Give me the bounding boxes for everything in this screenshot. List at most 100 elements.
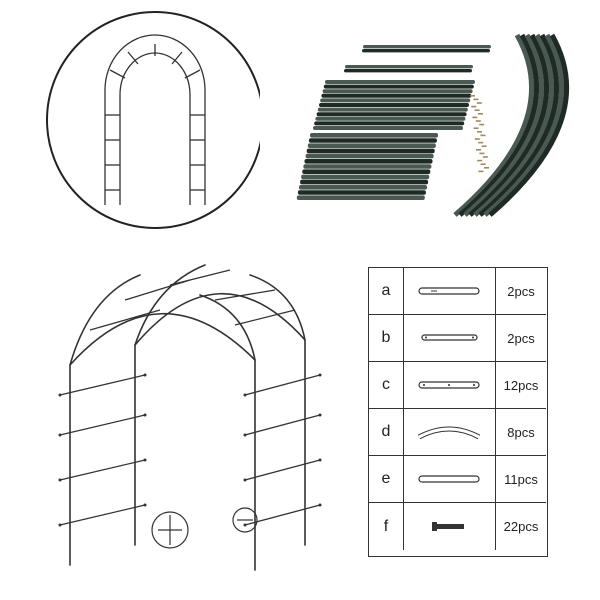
curved-tube-icon — [404, 409, 496, 455]
curved-tube-piece — [488, 33, 570, 217]
tube-piece — [363, 45, 491, 49]
parts-row-d: d 8pcs — [369, 409, 546, 456]
straight-tube-short-icon — [404, 315, 496, 361]
parts-bundle-photo — [285, 25, 585, 235]
parts-row-b: b 2pcs — [369, 315, 546, 362]
part-quantity: 12pcs — [503, 377, 539, 393]
tube-piece — [316, 112, 467, 117]
screw-piece — [478, 113, 483, 115]
straight-tube-bundles — [296, 45, 491, 200]
tube-piece — [321, 93, 472, 98]
tube-piece — [300, 179, 429, 185]
parts-row-a: a 2pcs — [369, 268, 546, 315]
tube-piece — [344, 69, 472, 73]
part-letter: f — [369, 503, 404, 550]
screw-piece — [477, 159, 483, 162]
cross-bar-icon — [404, 456, 496, 502]
tube-piece — [306, 148, 435, 154]
tube-piece — [325, 80, 475, 84]
screw-piece — [478, 170, 484, 173]
tube-piece — [314, 121, 465, 126]
screw-piece — [480, 134, 486, 137]
tube-piece — [319, 103, 469, 107]
tube-piece — [303, 164, 432, 169]
curved-tube-piece — [473, 33, 555, 217]
detail-circle-right — [232, 507, 258, 533]
back-arch — [134, 292, 306, 346]
screw-piece — [480, 163, 486, 165]
part-quantity: 2pcs — [507, 283, 535, 299]
left-back-post — [134, 264, 206, 546]
curved-tube-piece — [483, 33, 565, 217]
parts-row-f: f 22pcs — [369, 503, 546, 550]
arch-assembly-lines — [69, 264, 306, 571]
part-quantity: 8pcs — [507, 424, 535, 440]
tube-piece — [301, 174, 430, 180]
screw-piece — [473, 127, 479, 129]
curved-tube-bundle — [453, 33, 570, 217]
part-letter: b — [369, 315, 404, 361]
curved-tube-piece — [468, 33, 550, 217]
screw-piece — [479, 123, 485, 126]
tube-piece — [315, 116, 466, 121]
curved-tube-piece — [463, 33, 545, 217]
tube-piece — [308, 138, 437, 143]
tube-piece — [322, 89, 473, 94]
screw-dots — [58, 373, 322, 527]
preview-circle-outline — [46, 11, 260, 229]
left-front-post — [69, 274, 141, 566]
cross-bars — [59, 269, 321, 526]
screw-piece — [476, 102, 482, 104]
connector-tube-icon — [404, 362, 496, 408]
tube-piece — [302, 169, 431, 174]
arch-preview-circle — [0, 0, 260, 245]
tube-piece — [296, 195, 425, 200]
screw-piece — [475, 120, 481, 122]
screw-piece — [484, 167, 489, 169]
screw-piece — [472, 116, 478, 119]
detail-circle-left — [151, 511, 189, 549]
screw-piece — [471, 105, 477, 108]
tube-piece — [317, 107, 468, 112]
screw-piece — [478, 141, 484, 144]
tube-piece — [323, 84, 474, 89]
screw-piece — [474, 109, 480, 111]
tube-piece — [299, 185, 427, 190]
part-letter: d — [369, 409, 404, 455]
part-letter: e — [369, 456, 404, 502]
parts-row-e: e 11pcs — [369, 456, 546, 503]
screw-piece — [479, 152, 485, 155]
tube-piece — [345, 65, 473, 69]
screw-piece — [482, 156, 488, 158]
right-front-post — [199, 294, 256, 571]
part-quantity: 2pcs — [507, 330, 535, 346]
part-letter: a — [369, 268, 404, 314]
tube-piece — [297, 190, 426, 195]
tube-piece — [310, 133, 438, 138]
curved-tube-piece — [453, 33, 535, 217]
screw-piece — [474, 138, 480, 140]
screw-piece — [477, 131, 482, 133]
part-quantity: 11pcs — [504, 471, 538, 487]
tube-piece — [362, 49, 490, 53]
screw-icon — [404, 503, 496, 550]
curved-tube-piece — [458, 33, 540, 217]
straight-tube-long-icon — [404, 268, 496, 314]
screw-piece — [473, 98, 479, 101]
tube-piece — [320, 98, 471, 103]
assembly-exploded-diagram — [30, 245, 350, 575]
arch-line-drawing — [104, 34, 206, 205]
screw-piece — [470, 95, 475, 97]
screw-piece — [476, 149, 481, 151]
screw-piece — [481, 145, 487, 147]
tube-piece — [307, 143, 436, 148]
part-quantity: 22pcs — [503, 519, 539, 534]
curved-tube-piece — [478, 33, 560, 217]
detail-callouts — [151, 507, 258, 549]
screw-pile — [470, 95, 489, 173]
front-arch — [69, 312, 256, 366]
tube-piece — [304, 159, 433, 164]
tube-piece — [305, 153, 434, 159]
